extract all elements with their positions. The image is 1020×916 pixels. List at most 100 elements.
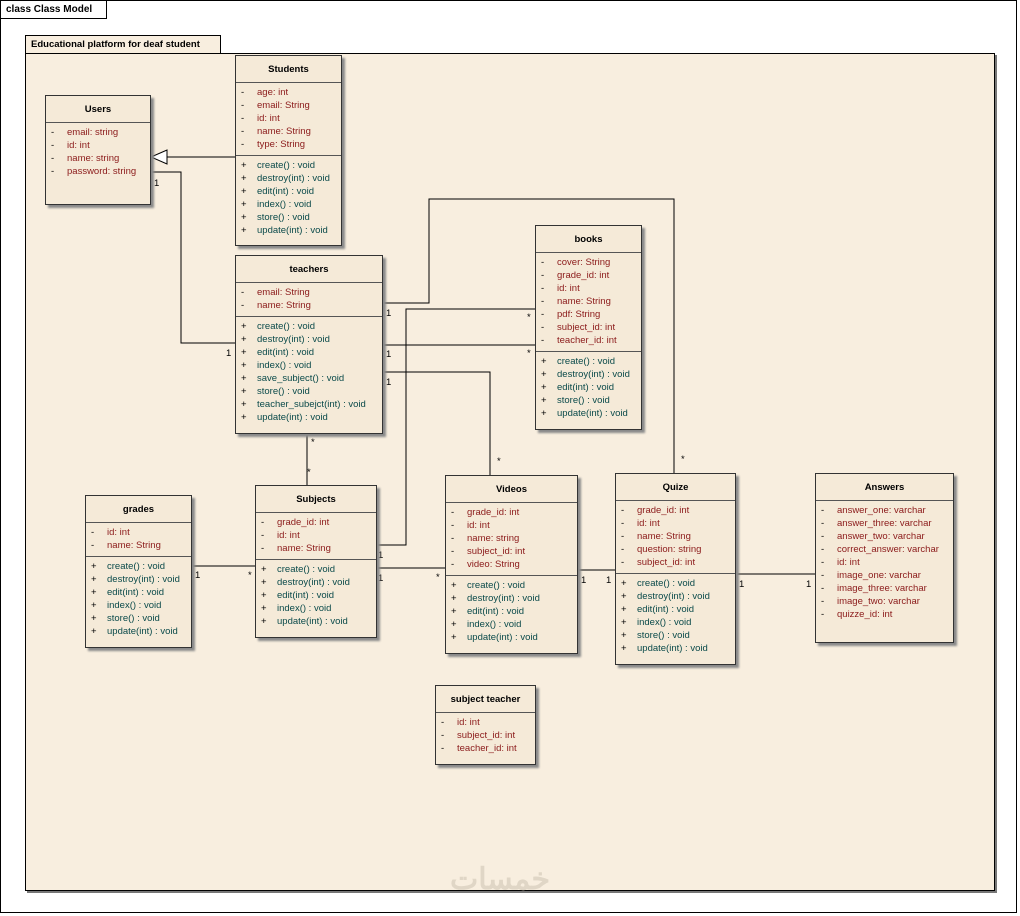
operation-text: update(int) : void — [277, 616, 348, 627]
operation-row: +store() : void — [236, 211, 341, 224]
attribute-text: name: String — [557, 296, 611, 307]
operation-text: index() : void — [467, 619, 522, 630]
attribute-text: correct_answer: varchar — [837, 544, 939, 555]
public-visibility-marker: + — [241, 399, 247, 410]
operation-text: destroy(int) : void — [637, 591, 710, 602]
mult-subjects-videos-subjects: 1 — [378, 573, 384, 584]
public-visibility-marker: + — [241, 160, 247, 171]
class-quize[interactable]: Quize-grade_id: int-id: int-name: String… — [615, 473, 736, 665]
public-visibility-marker: + — [261, 564, 267, 575]
class-students[interactable]: Students-age: int-email: String-id: int-… — [235, 55, 342, 246]
attribute-row: - id: int — [86, 526, 191, 539]
public-visibility-marker: + — [621, 617, 627, 628]
attribute-row: - name: String — [236, 125, 341, 138]
public-visibility-marker: + — [241, 347, 247, 358]
public-visibility-marker: + — [621, 578, 627, 589]
private-visibility-marker: - — [51, 127, 55, 138]
attribute-row: -answer_three: varchar — [816, 517, 953, 530]
public-visibility-marker: + — [241, 373, 247, 384]
public-visibility-marker: + — [621, 630, 627, 641]
public-visibility-marker: + — [261, 603, 267, 614]
class-name: subject teacher — [436, 686, 535, 713]
class-name: grades — [86, 496, 191, 523]
attribute-row: -image_two: varchar — [816, 595, 953, 608]
class-videos[interactable]: Videos-grade_id: int-id: int-name: strin… — [445, 475, 578, 654]
operation-row: +update(int) : void — [446, 631, 577, 644]
private-visibility-marker: - — [441, 743, 445, 754]
attribute-compartment: -age: int-email: String-id: int-name: St… — [236, 83, 341, 156]
operation-text: update(int) : void — [467, 632, 538, 643]
private-visibility-marker: - — [451, 533, 455, 544]
operation-row: +edit(int) : void — [256, 589, 376, 602]
operation-row: +destroy(int) : void — [236, 172, 341, 185]
attribute-text: id: int — [107, 527, 130, 538]
operation-text: update(int) : void — [557, 408, 628, 419]
attribute-compartment: -email: String-name: String — [236, 283, 382, 317]
public-visibility-marker: + — [241, 412, 247, 423]
operation-row: +save_subject() : void — [236, 372, 382, 385]
attribute-text: pdf: String — [557, 309, 601, 320]
mult-teachers-books-teachers: 1 — [386, 349, 392, 360]
attribute-text: password: string — [67, 166, 137, 177]
attribute-text: id: int — [467, 520, 490, 531]
public-visibility-marker: + — [91, 613, 97, 624]
attribute-row: -subject_id: int — [536, 321, 641, 334]
attribute-row: -teacher_id: int — [436, 742, 535, 755]
attribute-row: -grade_id: int — [536, 269, 641, 282]
private-visibility-marker: - — [821, 596, 825, 607]
private-visibility-marker: - — [241, 126, 245, 137]
attribute-text: id: int — [637, 518, 660, 529]
private-visibility-marker: - — [241, 113, 245, 124]
public-visibility-marker: + — [621, 604, 627, 615]
attribute-text: image_three: varchar — [837, 583, 927, 594]
attribute-text: video: String — [467, 559, 520, 570]
attribute-row: -id: int — [616, 517, 735, 530]
attribute-compartment: -grade_id: int-id: int-name: String — [256, 513, 376, 560]
attribute-row: -id: int — [46, 139, 150, 152]
attribute-text: teacher_id: int — [557, 335, 617, 346]
public-visibility-marker: + — [241, 212, 247, 223]
class-users[interactable]: Users-email: string-id: int-name: string… — [45, 95, 151, 205]
attribute-text: subject_id: int — [637, 557, 696, 568]
private-visibility-marker: - — [91, 527, 95, 538]
operation-row: +index() : void — [616, 616, 735, 629]
attribute-compartment: -cover: String-grade_id: int-id: int-nam… — [536, 253, 641, 352]
class-books[interactable]: books-cover: String-grade_id: int-id: in… — [535, 225, 642, 430]
private-visibility-marker: - — [821, 609, 825, 620]
private-visibility-marker: - — [821, 557, 825, 568]
public-visibility-marker: + — [541, 382, 547, 393]
attribute-row: -subject_id: int — [446, 545, 577, 558]
mult-teachers-videos-teachers: 1 — [386, 377, 392, 388]
attribute-text: email: String — [257, 100, 310, 111]
attribute-compartment: -email: string-id: int-name: string-pass… — [46, 123, 150, 182]
operation-text: index() : void — [277, 603, 332, 614]
private-visibility-marker: - — [621, 544, 625, 555]
private-visibility-marker: - — [541, 335, 545, 346]
class-grades[interactable]: grades-id: int-name: String+create() : v… — [85, 495, 192, 648]
operation-text: create() : void — [277, 564, 336, 575]
attribute-row: -id: int — [446, 519, 577, 532]
attribute-compartment: -id: int-name: String — [86, 523, 191, 557]
operation-row: +update(int) : void — [86, 625, 191, 638]
attribute-row: -name: String — [616, 530, 735, 543]
attribute-text: email: string — [67, 127, 119, 138]
attribute-text: grade_id: int — [557, 270, 610, 281]
public-visibility-marker: + — [451, 619, 457, 630]
public-visibility-marker: + — [261, 616, 267, 627]
attribute-text: name: String — [257, 126, 311, 137]
operation-text: destroy(int) : void — [557, 369, 630, 380]
attribute-text: id: int — [557, 283, 580, 294]
operation-compartment: +create() : void+destroy(int) : void+edi… — [446, 576, 577, 648]
attribute-text: email: String — [257, 287, 310, 298]
private-visibility-marker: - — [541, 309, 545, 320]
attribute-text: subject_id: int — [457, 730, 516, 741]
class-subjects[interactable]: Subjects-grade_id: int-id: int-name: Str… — [255, 485, 377, 638]
class-answers[interactable]: Answers-answer_one: varchar-answer_three… — [815, 473, 954, 643]
attribute-row: -grade_id: int — [256, 516, 376, 529]
operation-row: +destroy(int) : void — [616, 590, 735, 603]
attribute-row: -quizze_id: int — [816, 608, 953, 621]
class-teachers[interactable]: teachers-email: String-name: String+crea… — [235, 255, 383, 434]
operation-text: edit(int) : void — [557, 382, 615, 393]
public-visibility-marker: + — [241, 321, 247, 332]
class-subject-teacher[interactable]: subject teacher-id: int-subject_id: int-… — [435, 685, 536, 765]
